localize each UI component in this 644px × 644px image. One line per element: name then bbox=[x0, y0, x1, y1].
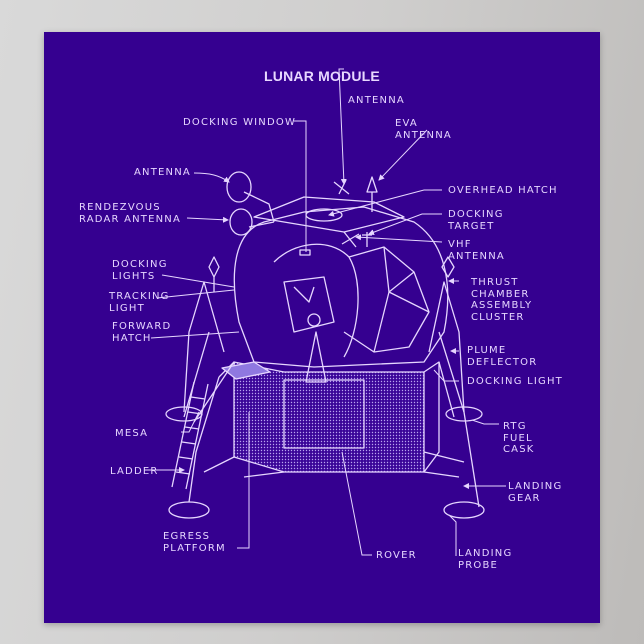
leader-lines bbox=[144, 68, 506, 556]
label-mesa: MESA bbox=[115, 428, 149, 439]
label-antenna-top: ANTENNA bbox=[348, 95, 405, 106]
diagram-title: LUNAR MODULE bbox=[264, 68, 380, 84]
lunar-module-illustration bbox=[144, 68, 506, 556]
label-docking-light: DOCKING LIGHT bbox=[467, 376, 563, 387]
poster: LUNAR MODULE bbox=[44, 32, 600, 623]
label-rover: ROVER bbox=[376, 550, 417, 561]
label-overhead-hatch: OVERHEAD HATCH bbox=[448, 185, 558, 196]
label-antenna-left: ANTENNA bbox=[134, 167, 191, 178]
label-ladder: LADDER bbox=[110, 466, 159, 477]
label-docking-window: DOCKING WINDOW bbox=[183, 117, 297, 128]
lm-structure bbox=[165, 171, 485, 519]
